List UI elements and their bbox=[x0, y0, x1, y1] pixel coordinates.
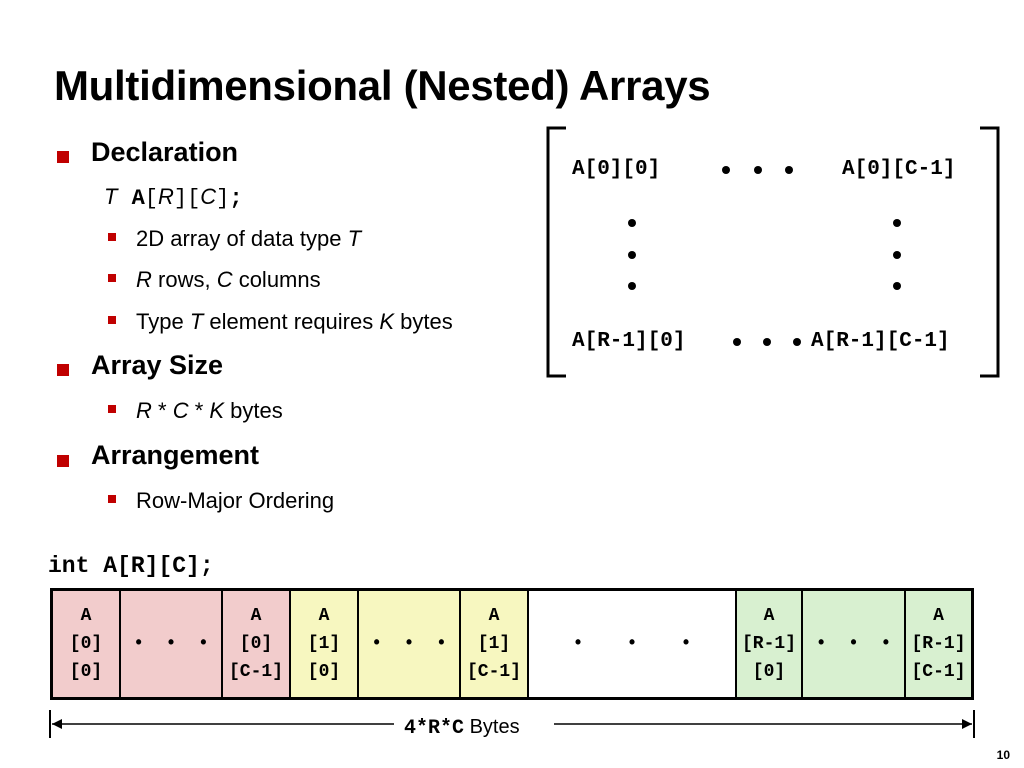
var-c: C bbox=[216, 267, 233, 292]
text: columns bbox=[232, 267, 321, 292]
arrow-head-right bbox=[962, 719, 972, 729]
code-bracket: ] bbox=[173, 186, 188, 211]
bullet-marker bbox=[57, 151, 69, 163]
memory-cell: A [0] [0] bbox=[52, 590, 120, 698]
memory-cell: A [R-1] [C-1] bbox=[905, 590, 972, 698]
declaration-code: T A[R][C]; bbox=[104, 184, 243, 211]
text: * bbox=[151, 398, 173, 423]
size-label: 4*R*C Bytes bbox=[404, 716, 520, 740]
matrix-bottom-left: A[R-1][0] bbox=[572, 330, 686, 353]
bullet-marker bbox=[57, 455, 69, 467]
code-type-t: T bbox=[104, 184, 118, 209]
code-array-name: A bbox=[131, 186, 145, 211]
code-bracket: [ bbox=[144, 186, 158, 211]
text: rows, bbox=[151, 267, 217, 292]
ellipsis-dot bbox=[763, 338, 771, 346]
memory-cell: A [R-1] [0] bbox=[736, 590, 802, 698]
bullet-marker bbox=[108, 233, 116, 241]
text: 2D array of data type bbox=[136, 226, 348, 251]
slide-title: Multidimensional (Nested) Arrays bbox=[54, 62, 711, 109]
sub-bullet-row-major: Row-Major Ordering bbox=[136, 488, 335, 513]
memory-cell: A [0] [C-1] bbox=[222, 590, 290, 698]
memory-cell-label: A [0] [0] bbox=[69, 606, 103, 682]
memory-cell: • • • bbox=[120, 590, 222, 698]
memory-cell-label: • • • bbox=[371, 634, 447, 654]
code-cols: C bbox=[200, 184, 217, 209]
bullet-marker bbox=[108, 405, 116, 413]
memory-cell: • • • bbox=[802, 590, 905, 698]
var-k: K bbox=[209, 398, 225, 423]
ellipsis-dot bbox=[893, 251, 901, 259]
ellipsis-dot bbox=[733, 338, 741, 346]
ellipsis-dot bbox=[754, 166, 762, 174]
size-arrow bbox=[49, 710, 975, 738]
ellipsis-dot bbox=[722, 166, 730, 174]
text: bytes bbox=[394, 309, 453, 334]
heading-arrangement: Arrangement bbox=[91, 440, 260, 470]
right-bracket bbox=[980, 126, 1000, 378]
sub-bullet-2d-array: 2D array of data type T bbox=[136, 226, 361, 252]
memory-cell: • • • bbox=[528, 590, 736, 698]
var-c: C bbox=[172, 398, 189, 423]
ellipsis-dot bbox=[628, 282, 636, 290]
text: element requires bbox=[203, 309, 380, 334]
matrix-top-left: A[0][0] bbox=[572, 158, 661, 181]
text: Type bbox=[136, 309, 190, 334]
code-bracket: [ bbox=[187, 186, 201, 211]
sub-bullet-rows-cols: R rows, C columns bbox=[136, 267, 321, 293]
left-bracket bbox=[546, 126, 566, 378]
int-declaration: int A[R][C]; bbox=[48, 553, 214, 579]
text: * bbox=[188, 398, 210, 423]
memory-cell: • • • bbox=[358, 590, 460, 698]
sub-bullet-element-size: Type T element requires K bytes bbox=[136, 309, 453, 335]
memory-cell: A [1] [0] bbox=[290, 590, 358, 698]
bullet-marker bbox=[57, 364, 69, 376]
matrix-brackets bbox=[546, 126, 1000, 378]
code-rows: R bbox=[157, 184, 174, 209]
memory-cell-label: A [R-1] [C-1] bbox=[911, 606, 966, 682]
heading-array-size: Array Size bbox=[91, 350, 224, 380]
memory-cell-label: • • • bbox=[815, 634, 892, 654]
ellipsis-dot bbox=[893, 219, 901, 227]
bullet-marker bbox=[108, 495, 116, 503]
heading-declaration: Declaration bbox=[91, 137, 239, 167]
code-bracket: ] bbox=[216, 186, 230, 211]
memory-cell: A [1] [C-1] bbox=[460, 590, 528, 698]
size-unit: Bytes bbox=[464, 716, 520, 738]
ellipsis-dot bbox=[628, 251, 636, 259]
memory-cell-label: • • • bbox=[133, 634, 209, 654]
ellipsis-dot bbox=[893, 282, 901, 290]
sub-bullet-size-formula: R * C * K bytes bbox=[136, 398, 283, 424]
code-semicolon: ; bbox=[229, 186, 243, 211]
size-code: 4*R*C bbox=[404, 717, 465, 740]
var-t: T bbox=[189, 309, 204, 334]
var-r: R bbox=[136, 267, 152, 292]
memory-cell-label: • • • bbox=[572, 634, 692, 654]
memory-cell-label: A [R-1] [0] bbox=[741, 606, 796, 682]
var-t: T bbox=[347, 226, 362, 251]
ellipsis-dot bbox=[628, 219, 636, 227]
ellipsis-dot bbox=[785, 166, 793, 174]
ellipsis-dot bbox=[793, 338, 801, 346]
memory-cell-label: A [0] [C-1] bbox=[228, 606, 283, 682]
bullet-marker bbox=[108, 316, 116, 324]
memory-cell-label: A [1] [0] bbox=[307, 606, 341, 682]
matrix-bottom-right: A[R-1][C-1] bbox=[811, 330, 950, 353]
memory-layout-frame bbox=[50, 588, 974, 700]
memory-cell-label: A [1] [C-1] bbox=[466, 606, 521, 682]
page-number: 10 bbox=[996, 748, 1010, 762]
var-r: R bbox=[136, 398, 152, 423]
text: bytes bbox=[224, 398, 283, 423]
bullet-marker bbox=[108, 274, 116, 282]
matrix-top-right: A[0][C-1] bbox=[842, 158, 956, 181]
arrow-head-left bbox=[52, 719, 62, 729]
var-k: K bbox=[379, 309, 395, 334]
